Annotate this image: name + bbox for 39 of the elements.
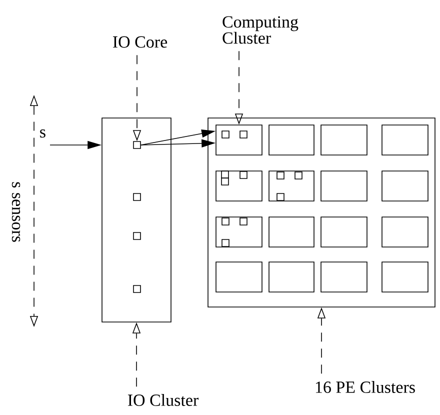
pe-cluster-box (320, 170, 368, 202)
core-square (133, 285, 141, 293)
pe-cluster-box (320, 216, 368, 248)
pe-cluster-box (382, 216, 428, 248)
callout-label: IO Core (113, 36, 168, 48)
core-square (222, 239, 230, 247)
edge-label: s (40, 129, 46, 138)
pe-cluster-box (216, 170, 262, 202)
core-square (222, 218, 230, 226)
pe-cluster-box (382, 170, 428, 202)
core-square (221, 178, 229, 186)
pe-cluster-box (268, 262, 314, 292)
dimension-label: s sensors (12, 182, 20, 242)
cluster-box (102, 118, 172, 322)
pe-cluster-box (382, 124, 428, 156)
pe-cluster-box (268, 124, 314, 156)
pe-cluster-box (216, 262, 262, 292)
callout-label: Computing Cluster (222, 16, 298, 44)
callout-label: IO Cluster (128, 394, 198, 406)
pe-cluster-box (382, 262, 428, 292)
core-square (133, 193, 141, 201)
core-square (221, 170, 229, 178)
core-square (240, 130, 248, 138)
cluster-grid-box (208, 118, 436, 308)
core-square (276, 172, 284, 180)
core-square (222, 130, 230, 138)
pe-cluster-box (268, 216, 314, 248)
core-square (276, 193, 284, 201)
core-square (240, 171, 248, 179)
callout-label: 16 PE Clusters (316, 381, 415, 393)
pe-cluster-box (320, 124, 368, 156)
pe-cluster-box (216, 124, 262, 156)
pe-cluster-box (268, 170, 314, 202)
core-square (294, 172, 302, 180)
pe-cluster-box (320, 262, 368, 292)
core-square (240, 218, 248, 226)
pe-cluster-box (216, 216, 262, 248)
core-square (133, 141, 141, 149)
core-square (133, 232, 141, 240)
